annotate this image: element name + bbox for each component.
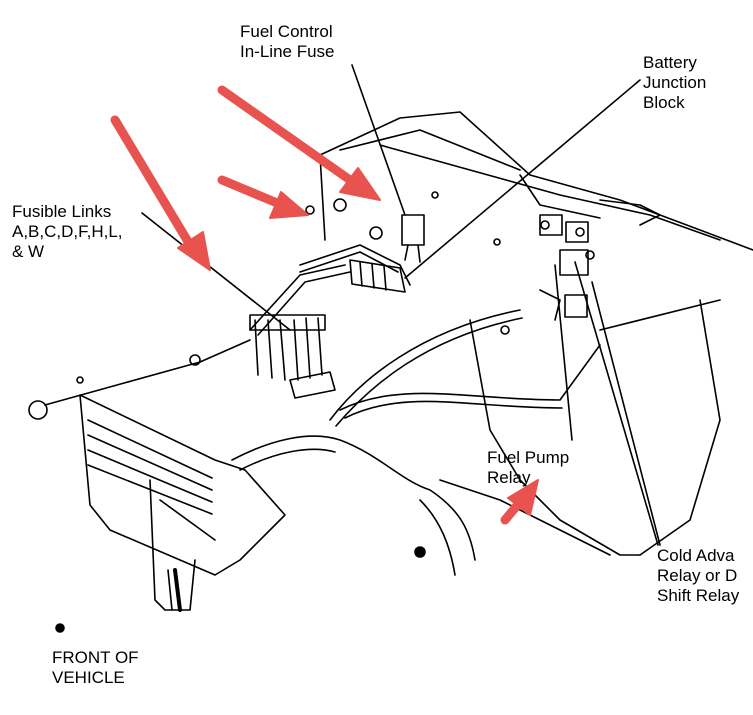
cold-advance-relay-label: Cold Adva Relay or D Shift Relay [657,546,740,605]
red-arrow-bolt [217,175,309,219]
leader-lines [141,64,661,546]
red-arrow-upper [217,85,381,201]
wire-harness [167,244,601,612]
fasteners [28,191,510,633]
air-intake-box [79,394,286,611]
relay-components [539,214,595,321]
fuel-pump-relay-label: Fuel Pump Relay [487,448,570,487]
red-arrow-fuel-pump-relay [500,479,539,525]
red-arrow-fusible-links [110,115,211,271]
fusible-links-label: Fusible Links A,B,C,D,F,H,L, & W [12,202,123,261]
front-of-vehicle-label: FRONT OF VEHICLE [52,648,139,687]
battery-junction-block [349,259,406,293]
highlight-arrows [110,85,539,525]
battery-junction-block-label: Battery Junction Block [643,53,707,112]
fusible-links-cluster [249,314,336,399]
fuel-control-fuse-label: Fuel Control In-Line Fuse [240,22,335,61]
fuel-control-inline-fuse [401,214,425,263]
